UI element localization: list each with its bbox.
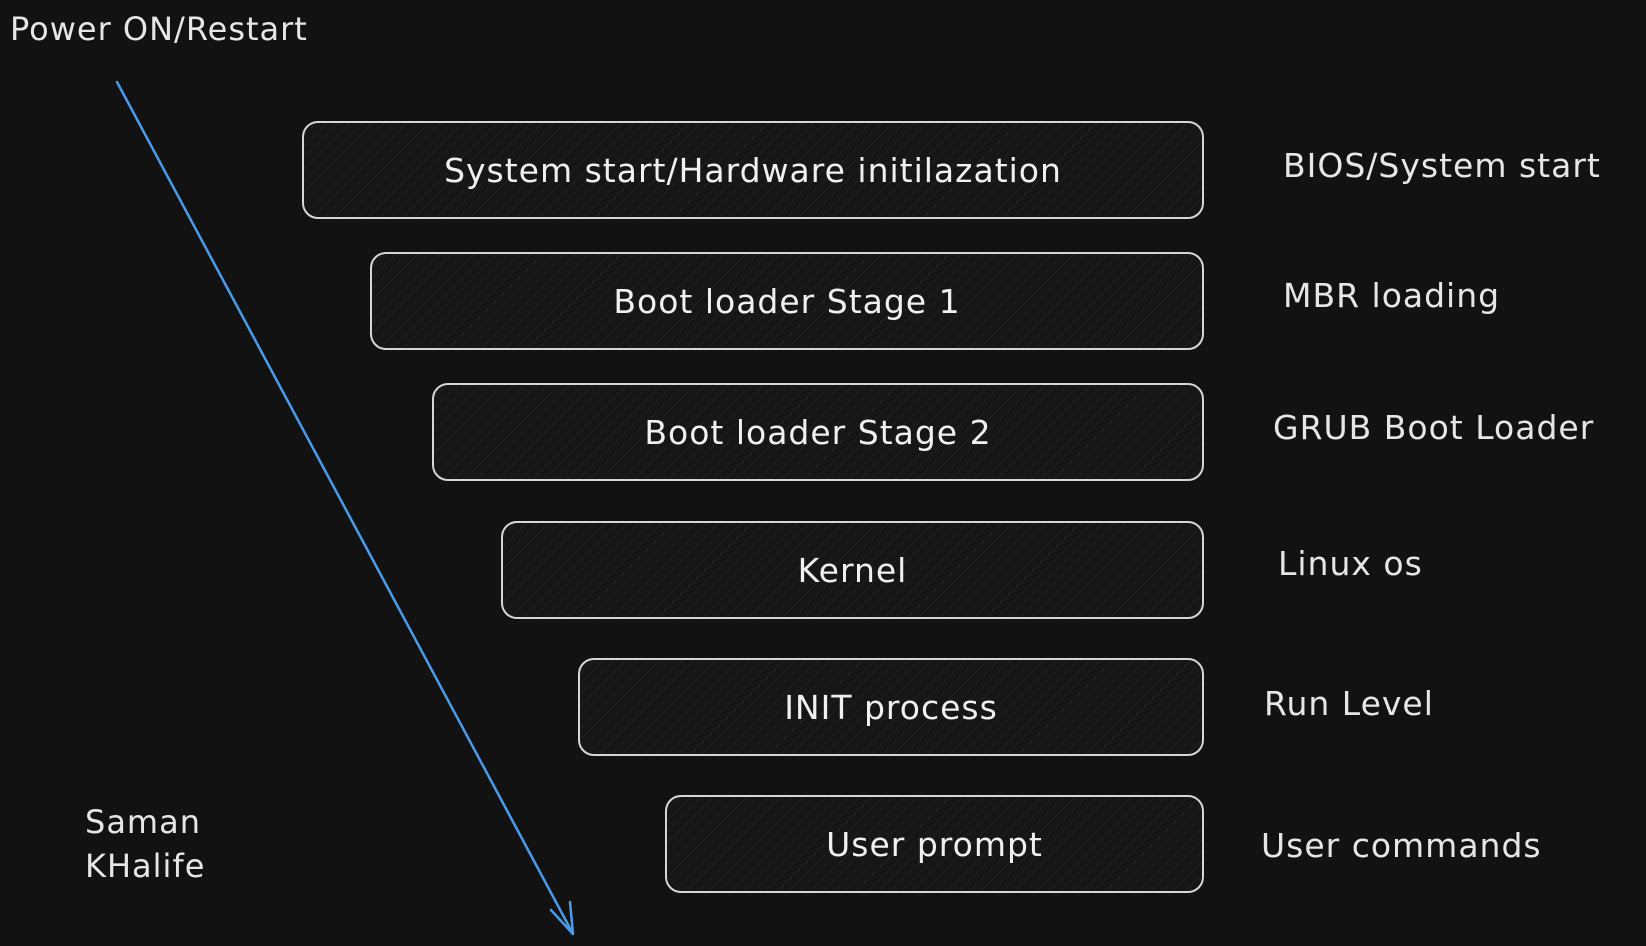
author-first-name: Saman <box>85 803 201 841</box>
stage-label: Kernel <box>797 550 908 590</box>
stage-box-system-start: System start/Hardware initilazation <box>302 121 1204 219</box>
stage-label: INIT process <box>784 687 998 727</box>
stage-description: BIOS/System start <box>1283 146 1601 185</box>
stage-box-init-process: INIT process <box>578 658 1204 756</box>
stage-box-user-prompt: User prompt <box>665 795 1204 893</box>
stage-label: Boot loader Stage 2 <box>644 412 992 452</box>
stage-box-boot-loader-1: Boot loader Stage 1 <box>370 252 1204 350</box>
stage-description: Run Level <box>1264 684 1434 723</box>
flow-arrow-head-icon <box>549 900 575 936</box>
author-last-name: KHalife <box>85 847 206 885</box>
stage-description: GRUB Boot Loader <box>1273 408 1595 447</box>
stage-description: MBR loading <box>1283 276 1501 315</box>
stage-description: User commands <box>1261 826 1542 865</box>
author-name: Saman KHalife <box>85 800 205 888</box>
stage-box-boot-loader-2: Boot loader Stage 2 <box>432 383 1204 481</box>
stage-label: System start/Hardware initilazation <box>444 150 1062 190</box>
stage-description: Linux os <box>1278 544 1423 583</box>
stage-label: User prompt <box>826 824 1043 864</box>
stage-box-kernel: Kernel <box>501 521 1204 619</box>
start-label: Power ON/Restart <box>10 10 308 48</box>
stage-label: Boot loader Stage 1 <box>613 281 961 321</box>
